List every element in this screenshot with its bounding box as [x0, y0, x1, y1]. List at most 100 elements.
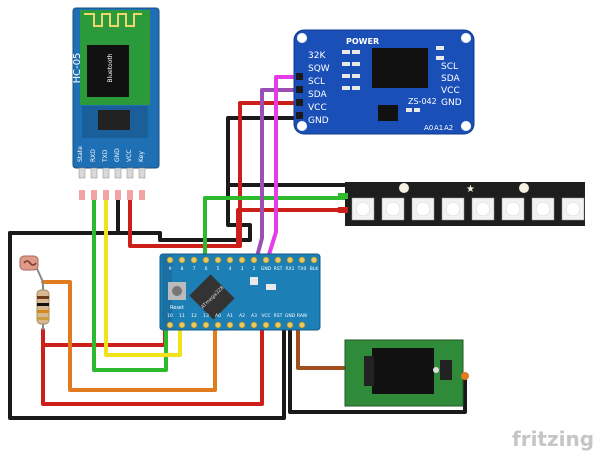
wire-black-ground-loop-left — [8, 231, 286, 420]
arduino-pin-label: A0 — [215, 313, 221, 319]
bt-brand-label: Bluetooth — [107, 53, 114, 82]
bt-pin-label: TXD — [102, 149, 109, 163]
arduino-pin: A3 — [250, 313, 258, 329]
rtc-eeprom-icon — [378, 105, 398, 121]
arduino-pin: RST — [274, 313, 283, 329]
bt-pin-label: VCC — [126, 150, 133, 162]
fritzing-watermark: fritzing — [512, 427, 594, 451]
arduino-pin: 10 — [166, 313, 174, 329]
arduino-pin: 7 — [190, 256, 198, 272]
rtc-pin-label: GND — [308, 116, 329, 126]
bt-pin-label: GND — [114, 148, 121, 162]
arduino-pin-label: A3 — [251, 313, 257, 319]
arduino-pin: VCC — [261, 313, 271, 329]
rtc-right-pin-labels: SCL SDA VCC GND — [441, 62, 462, 108]
wire-yellow-bt-rxd — [104, 194, 182, 357]
led-pixels — [351, 197, 585, 221]
rtc-smd-components — [342, 46, 444, 112]
arduino-pin-label: 12 — [191, 313, 197, 319]
bt-model-label: HC-05 — [72, 53, 83, 84]
rtc-pin-label: GND — [441, 98, 462, 108]
arduino-pin: 9 — [166, 256, 174, 272]
led-pixel — [561, 197, 585, 221]
led-pixel — [531, 197, 555, 221]
arduino-pin-label: 3 — [241, 266, 244, 272]
arduino-pin-label: 7 — [193, 266, 196, 272]
mount-hole-icon — [519, 183, 529, 193]
bt-pin-label: State — [77, 146, 84, 162]
wire-black-jack-gnd — [288, 318, 467, 414]
rtc-address-labels: A0 A1 A2 — [424, 124, 453, 132]
strip-solder-pads — [338, 193, 348, 199]
led-pixel — [501, 197, 525, 221]
arduino-pin-label: 5 — [217, 266, 220, 272]
led-pixel — [351, 197, 375, 221]
arduino-pin: 2 — [250, 256, 258, 272]
wire-green-bt-txd — [92, 194, 168, 372]
rtc-address-label: A0 — [424, 124, 433, 132]
bt-chip-icon — [87, 45, 129, 97]
arduino-pin: 4 — [226, 256, 234, 272]
arduino-pin: 11 — [178, 313, 186, 329]
arduino-pin: BLK — [310, 256, 320, 272]
barrel-jack — [344, 339, 469, 407]
bt-header-pins — [78, 167, 146, 179]
arduino-pin: GND — [261, 256, 272, 272]
arduino-pin: RX1 — [285, 256, 295, 272]
rtc-left-pin-labels: 32K SQW SCL SDA VCC GND — [308, 51, 330, 126]
led-pixel — [411, 197, 435, 221]
arduino-pin: A1 — [226, 313, 234, 329]
star-icon: ★ — [466, 184, 475, 195]
rtc-chip-icon — [372, 48, 428, 88]
arduino-pin-label: GND — [261, 266, 272, 272]
rtc-pin-label: VCC — [308, 103, 327, 113]
arduino-pin-label: VCC — [261, 313, 270, 319]
rtc-pin-label: SDA — [441, 74, 460, 84]
rtc-model-label: ZS-042 — [408, 97, 437, 106]
atmega-chip-icon — [189, 274, 235, 320]
arduino-pin-label: 8 — [181, 266, 184, 272]
antenna-trace-icon — [84, 13, 142, 27]
mount-hole-icon — [297, 33, 307, 43]
arduino-pin: 12 — [190, 313, 198, 329]
wire-red-strip-vcc — [236, 208, 347, 248]
arduino-pin: A0 — [214, 313, 222, 329]
arduino-pin: TX0 — [297, 256, 306, 272]
led-strip: ★ — [338, 182, 585, 226]
ldr-sensor — [19, 255, 44, 283]
arduino-pin-label: RAW — [297, 313, 308, 319]
arduino-pin: 8 — [178, 256, 186, 272]
arduino-pin-label: RST — [274, 266, 283, 272]
bt-pin-tips — [79, 190, 145, 200]
led-pixel — [471, 197, 495, 221]
rtc-pin-label: SCL — [441, 62, 458, 72]
resistor — [36, 282, 50, 330]
arduino-pin-label: 10 — [167, 313, 173, 319]
arduino-pin: 5 — [214, 256, 222, 272]
strip-solder-pads-red — [338, 207, 348, 213]
wire-orange-ldr — [41, 280, 217, 392]
arduino-pin-label: BLK — [310, 266, 320, 272]
bt-regulator-chip-icon — [98, 110, 130, 130]
wire-brown-raw — [296, 318, 347, 370]
rtc-address-label: A1 — [434, 124, 443, 132]
arduino-pin-label: 4 — [229, 266, 232, 272]
arduino-pin-label: GND — [285, 313, 296, 319]
arduino-pin: RAW — [297, 313, 308, 329]
dc-jack-body-icon — [372, 348, 434, 394]
jack-terminal-icon — [461, 372, 469, 380]
wire-black-ground-loop — [8, 183, 347, 242]
rtc-pin-label: SDA — [308, 90, 327, 100]
led-pixel — [441, 197, 465, 221]
led-pixel — [381, 197, 405, 221]
arduino-pin: A2 — [238, 313, 246, 329]
arduino-pin-label: RX1 — [285, 266, 294, 272]
arduino-pin-label: 13 — [203, 313, 209, 319]
mount-hole-icon — [461, 121, 471, 131]
bt-pin-labels: State RXD TXD GND VCC Key — [77, 146, 145, 163]
rtc-left-header — [296, 73, 303, 119]
